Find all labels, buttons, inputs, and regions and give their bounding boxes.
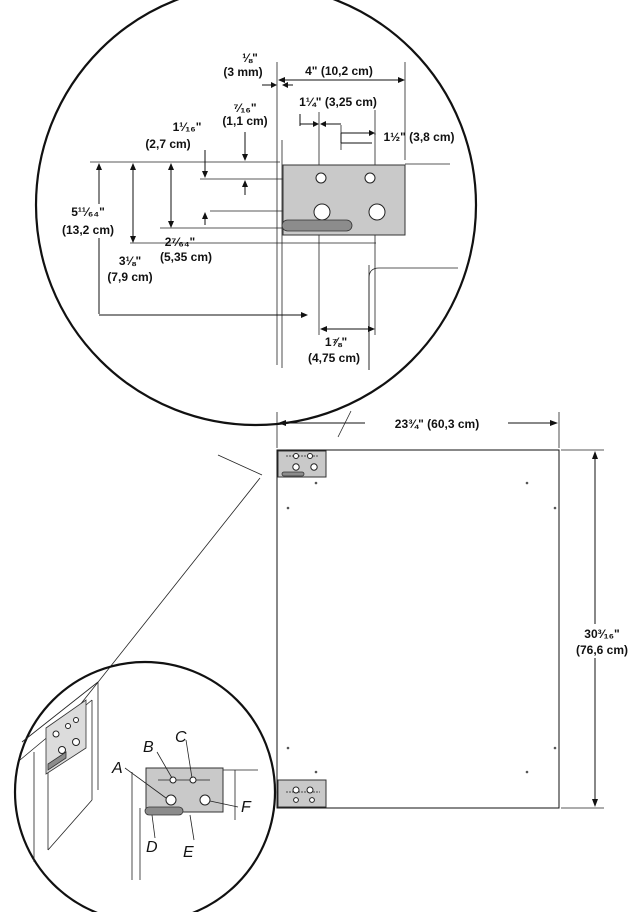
- dim-5-35-cm: (5,35 cm): [160, 250, 212, 264]
- top-detail-circle: ⅛" (3 mm) 4" (10,2 cm) 1¼" (3,25 cm) ⁷⁄₁…: [34, 0, 478, 427]
- label-d: D: [146, 839, 158, 856]
- panel-dot: [314, 770, 318, 774]
- panel-dot: [553, 746, 557, 750]
- bracket-hole-large: [368, 203, 386, 221]
- height-label-in: 30³⁄₁₆": [584, 627, 619, 641]
- label-e: E: [183, 844, 194, 861]
- panel-height-dimension: 30³⁄₁₆" (76,6 cm): [561, 449, 632, 809]
- panel-dot: [286, 506, 290, 510]
- bracket-hole-large: [199, 794, 211, 806]
- dim-4-75-cm: (4,75 cm): [308, 351, 360, 365]
- label-c: C: [175, 729, 187, 746]
- bracket-hole-small: [189, 776, 197, 784]
- panel-outline: [276, 449, 560, 809]
- dim-1-7-8-in: 1⅞": [325, 335, 347, 349]
- bracket-hole-large: [313, 203, 331, 221]
- label-b: B: [143, 739, 154, 756]
- dim-1-8-in: ⅛": [242, 51, 258, 65]
- dim-5-11-64-in: 5¹¹⁄₆₄": [71, 205, 105, 219]
- bottom-hinge-bracket: [277, 779, 327, 808]
- panel-dot: [553, 506, 557, 510]
- dim-1-1-16-in: 1¹⁄₁₆": [173, 120, 202, 134]
- height-label-cm: (76,6 cm): [576, 643, 628, 657]
- dim-1-1-cm: (1,1 cm): [222, 114, 267, 128]
- dim-1-1-2: 1½" (3,8 cm): [383, 130, 454, 144]
- dim-4-in: 4" (10,2 cm): [305, 64, 373, 78]
- label-a: A: [111, 760, 123, 777]
- dim-1-1-4: 1¼" (3,25 cm): [299, 95, 377, 109]
- dim-13-2-cm: (13,2 cm): [62, 223, 114, 237]
- width-label: 23¾" (60,3 cm): [395, 417, 479, 431]
- bottom-detail-circle: A B C D E F: [13, 660, 277, 912]
- top-circle-outline: [34, 0, 478, 427]
- panel-dot: [314, 481, 318, 485]
- dim-3-1-8-in: 3⅛": [119, 254, 141, 268]
- door-panel: 23¾" (60,3 cm) 30³⁄₁₆" (76,6 cm): [276, 412, 632, 809]
- bracket-hole-large: [165, 794, 177, 806]
- dim-7-9-cm: (7,9 cm): [107, 270, 152, 284]
- bracket-hole-small: [169, 776, 177, 784]
- bottom-bracket-plate: [145, 767, 224, 813]
- dim-3-mm: (3 mm): [223, 65, 262, 79]
- top-hinge-bracket: [277, 450, 327, 478]
- dim-2-7-cm: (2,7 cm): [145, 137, 190, 151]
- bottom-circle-outline: [13, 660, 277, 912]
- bracket-slot: [144, 806, 184, 816]
- panel-width-dimension: 23¾" (60,3 cm): [276, 412, 560, 448]
- callout-line-bottom: [67, 477, 261, 721]
- callout-line-top-left: [217, 454, 263, 476]
- panel-dot: [525, 481, 529, 485]
- panel-dot: [525, 770, 529, 774]
- panel-dot: [286, 746, 290, 750]
- callout-line-top-right: [337, 410, 352, 438]
- dim-2-7-64-in: 2⁷⁄₆₄": [165, 235, 196, 249]
- bracket-slot: [281, 219, 353, 232]
- dim-7-16-in: ⁷⁄₁₆": [233, 101, 256, 115]
- label-f: F: [241, 799, 252, 816]
